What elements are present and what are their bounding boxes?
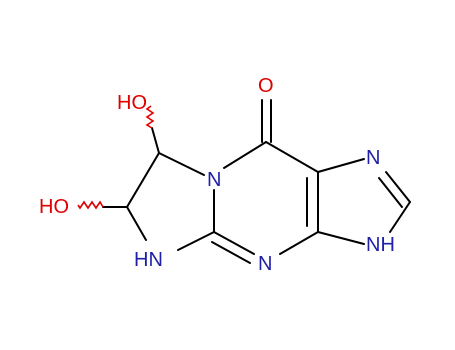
atom-ho-lower: HO — [39, 196, 69, 218]
bond-c-c1 — [265, 141, 319, 173]
bond-n-ch-a — [385, 171, 411, 203]
atom-n-imidazole-top: N — [366, 147, 380, 169]
bond-c-nbot — [279, 231, 319, 255]
bond-nbridge-co — [223, 141, 267, 169]
bond-c-hn — [177, 231, 215, 251]
bond-c-oh-upper — [151, 127, 160, 154]
wavy-bond-lower — [77, 200, 104, 210]
bond-c-n-imid — [317, 158, 365, 173]
bond-c-nbridge2 — [158, 152, 205, 176]
atom-n-bottom: N — [258, 253, 272, 275]
bond-c-c2 — [126, 152, 160, 208]
bond-nbot-c-a — [213, 231, 255, 255]
bonds — [102, 99, 411, 264]
atom-hn-left: HN — [134, 249, 163, 271]
bond-hn-c — [126, 206, 147, 241]
bond-nh-c — [317, 231, 365, 245]
atom-ho-upper: HO — [117, 92, 147, 114]
bond-n-ch-b — [378, 177, 403, 208]
atom-o-carbonyl: O — [258, 75, 274, 97]
bond-nbot-c-b — [211, 241, 251, 264]
wavy-bond-upper — [145, 105, 155, 129]
bond-ch-nh — [389, 201, 411, 233]
atom-nh-right: NH — [366, 234, 395, 256]
atom-n-bridge: N — [207, 169, 221, 191]
